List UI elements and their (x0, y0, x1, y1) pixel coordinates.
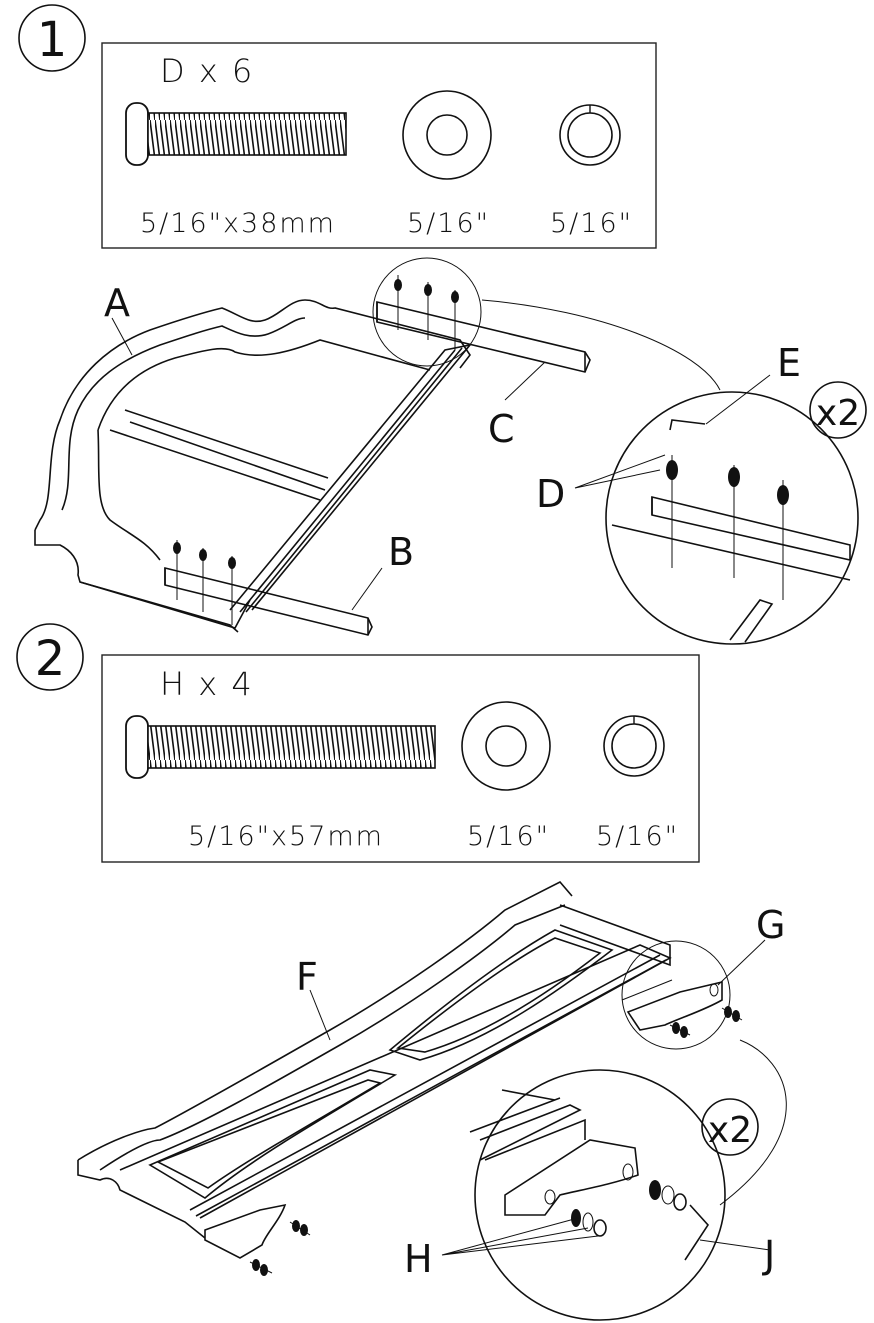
step-2-washer-size: 5/16" (467, 821, 550, 852)
label-g: G (756, 903, 785, 947)
headboard-a (34, 257, 591, 636)
label-c: C (488, 407, 515, 451)
flat-washer-icon (402, 90, 492, 180)
step-2-parts-box: H x 4 5/16"x57mm 5/16" 5/16" (101, 654, 700, 863)
label-j: J (762, 1233, 775, 1277)
allen-key-icon (684, 1204, 710, 1261)
bolt-icon (125, 102, 347, 166)
label-a: A (104, 281, 130, 325)
lock-washer-icon (603, 715, 665, 777)
step-1-washer-size: 5/16" (407, 208, 490, 239)
step-1-badge: 1 (18, 4, 86, 72)
repeat-badge-1: x2 (816, 393, 860, 434)
detail-zoom-2: x2 (441, 1069, 771, 1321)
step-1-parts-box: D x 6 5/16"x38mm 5/16" 5/16" (101, 42, 657, 249)
step-2-bolt-size: 5/16"x57mm (188, 821, 384, 852)
label-d: D (536, 472, 565, 516)
bolt-icon (394, 275, 459, 350)
rail-c (376, 300, 591, 373)
allen-key-icon (669, 419, 706, 431)
step-2-lock-washer-size: 5/16" (596, 821, 679, 852)
lock-washer-icon (559, 104, 621, 166)
bolt-icon (249, 1006, 743, 1276)
step-2-parts-title: H x 4 (160, 665, 254, 703)
detail-zoom-1: x2 (574, 374, 867, 645)
step-1-number: 1 (37, 12, 68, 68)
bolt-icon (125, 715, 436, 779)
flat-washer-icon (461, 701, 551, 791)
step-2-number: 2 (35, 631, 66, 687)
rail-b (164, 566, 373, 636)
label-e: E (777, 341, 801, 385)
label-f: F (296, 955, 318, 999)
repeat-badge-2: x2 (708, 1110, 752, 1151)
footboard-f (77, 881, 743, 1276)
step-1-parts-title: D x 6 (160, 52, 254, 90)
bolt-icon (571, 1180, 687, 1237)
step-1-lock-washer-size: 5/16" (550, 208, 633, 239)
label-h: H (404, 1237, 433, 1281)
label-b: B (388, 530, 414, 574)
step-2-badge: 2 (16, 623, 84, 691)
step-1-bolt-size: 5/16"x38mm (140, 208, 336, 239)
bolt-icon (173, 540, 236, 625)
